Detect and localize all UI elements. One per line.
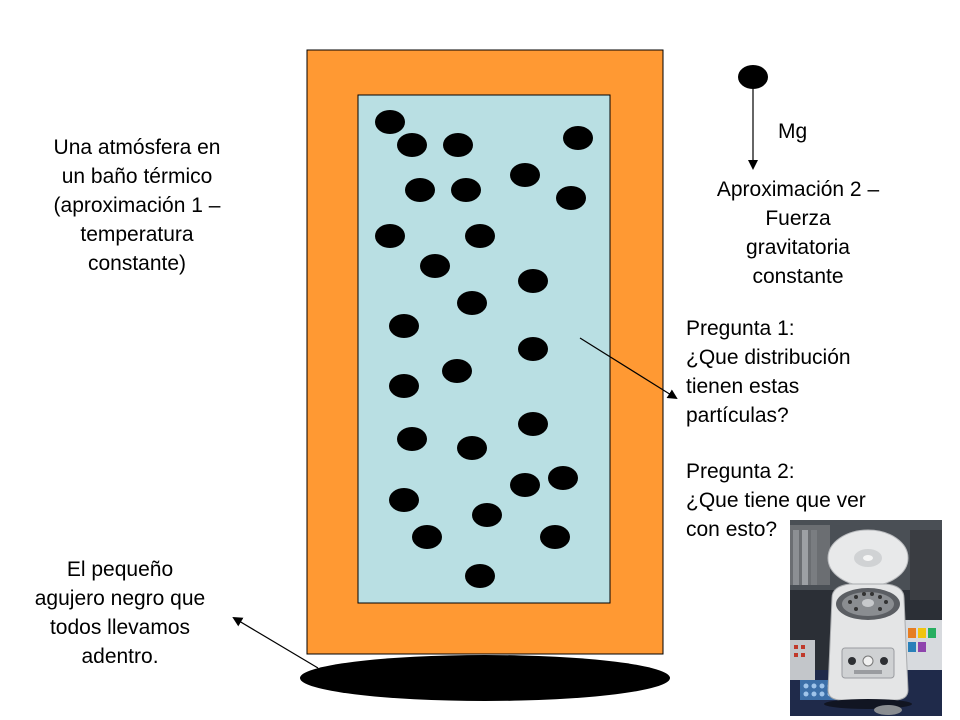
particle (420, 254, 450, 278)
question1-line: tienen estas (686, 375, 800, 398)
particle (518, 337, 548, 361)
left-caption: Una atmósfera en un baño térmico (aproxi… (22, 133, 252, 278)
left-caption-line: Una atmósfera en (53, 136, 221, 159)
question1-line: Pregunta 1: (686, 317, 795, 340)
particle (443, 133, 473, 157)
question2-line: ¿Que tiene que ver (686, 489, 866, 512)
question2-line: Pregunta 2: (686, 460, 795, 483)
question2-line: con esto? (686, 518, 778, 541)
particle (457, 436, 487, 460)
particle (375, 224, 405, 248)
bottom-caption-line: agujero negro que (34, 587, 206, 610)
black-hole (300, 655, 670, 701)
particle (442, 359, 472, 383)
centrifuge-photo (790, 520, 942, 716)
bottom-caption-line: El pequeño (66, 558, 174, 581)
gravity-particle (738, 65, 768, 89)
particle (457, 291, 487, 315)
right-caption-line: Fuerza (765, 207, 831, 230)
particle (510, 473, 540, 497)
particle (472, 503, 502, 527)
particle (389, 374, 419, 398)
gas-container (357, 94, 611, 604)
particle (375, 110, 405, 134)
left-caption-line: (aproximación 1 – (53, 194, 221, 217)
question1-arrow (579, 337, 678, 400)
particle (389, 488, 419, 512)
left-caption-line: constante) (87, 252, 187, 275)
left-caption-line: un baño térmico (61, 165, 213, 188)
question1: Pregunta 1: ¿Que distribución tienen est… (686, 314, 916, 430)
black-hole-arrow (232, 616, 319, 669)
particle (412, 525, 442, 549)
right-caption-line: constante (752, 265, 844, 288)
particle (548, 466, 578, 490)
question1-line: partículas? (686, 404, 789, 427)
left-caption-line: temperatura (80, 223, 194, 246)
particle (510, 163, 540, 187)
force-label: Mg (778, 120, 808, 143)
particle (465, 224, 495, 248)
particle (405, 178, 435, 202)
particle (518, 269, 548, 293)
bottom-caption-line: todos llevamos (49, 616, 191, 639)
centrifuge-icon (790, 520, 942, 716)
particle (397, 133, 427, 157)
right-caption: Aproximación 2 – Fuerza gravitatoria con… (690, 175, 906, 291)
particle (540, 525, 570, 549)
right-caption-line: gravitatoria (746, 236, 850, 259)
particles (375, 110, 593, 588)
particle (518, 412, 548, 436)
bottom-caption: El pequeño agujero negro que todos lleva… (10, 555, 230, 671)
particle (389, 314, 419, 338)
particle (397, 427, 427, 451)
particle (465, 564, 495, 588)
particle (556, 186, 586, 210)
question2: Pregunta 2: ¿Que tiene que ver con esto? (686, 457, 926, 544)
bottom-caption-line: adentro. (81, 645, 159, 668)
particle (451, 178, 481, 202)
particle (563, 126, 593, 150)
question1-line: ¿Que distribución (686, 346, 851, 369)
right-caption-line: Aproximación 2 – (716, 178, 880, 201)
